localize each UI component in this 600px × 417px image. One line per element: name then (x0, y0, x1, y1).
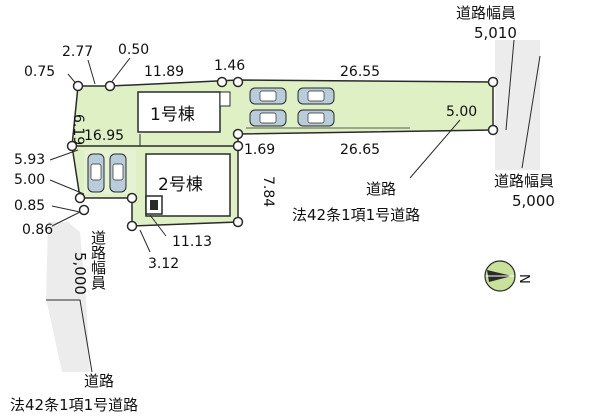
dim-5-00-left: 5.00 (14, 172, 45, 188)
dim-1-46: 1.46 (214, 58, 245, 74)
road-bottom-line1: 道路 (84, 372, 114, 390)
road-right-edge-line-1 (505, 39, 515, 131)
dim-26-55: 26.55 (340, 64, 380, 80)
leader-lines (49, 57, 461, 253)
building-2-entry-inner (150, 200, 158, 210)
road-bottom-line2: 法42条1項1号道路 (10, 396, 138, 414)
dim-7-84: 7.84 (260, 176, 276, 207)
road-left-title: 道路幅員 (89, 230, 107, 290)
dim-5-93: 5.93 (14, 152, 45, 168)
dim-11-13: 11.13 (172, 234, 212, 250)
road-top-right-title: 道路幅員 (456, 4, 516, 22)
road-right-value: 5,000 (512, 192, 555, 210)
car-1 (249, 87, 287, 105)
road-right (495, 40, 540, 170)
building-1-entry (219, 91, 231, 107)
car-3 (249, 109, 287, 127)
car-5 (87, 153, 105, 193)
dim-16-95: 16.95 (84, 128, 124, 144)
car-4 (297, 109, 335, 127)
building-2-outline (145, 153, 231, 217)
road-center-line1: 道路 (366, 180, 396, 198)
dim-0-86: 0.86 (22, 222, 53, 238)
dim-0-75: 0.75 (24, 64, 55, 80)
dim-11-89: 11.89 (144, 64, 184, 80)
road-right-edge-line-2 (521, 55, 541, 169)
dim-26-65: 26.65 (340, 142, 380, 158)
car-6 (109, 153, 127, 193)
dim-0-50: 0.50 (118, 42, 149, 58)
road-left-edge-line (46, 299, 93, 373)
road-top-right-value: 5,010 (474, 24, 517, 42)
road-left (46, 222, 90, 372)
dim-1-69: 1.69 (244, 142, 275, 158)
car-2 (297, 87, 335, 105)
building-1-label: 1号棟 (150, 105, 195, 125)
building-2-label: 2号棟 (158, 175, 203, 195)
building-1-outline (137, 91, 221, 133)
dim-3-12: 3.12 (148, 256, 179, 272)
road-right-title: 道路幅員 (494, 172, 554, 190)
road-center-line2: 法42条1項1号道路 (292, 206, 420, 224)
compass-north-label: N (516, 274, 531, 284)
dim-5-00-right: 5.00 (446, 104, 477, 120)
dim-2-77: 2.77 (62, 44, 93, 60)
boundary-markers (66, 76, 499, 232)
dim-6-19: 6.19 (70, 114, 86, 145)
dim-0-85: 0.85 (14, 198, 45, 214)
compass-icon (484, 260, 516, 292)
road-left-value: 5,000 (71, 252, 89, 295)
